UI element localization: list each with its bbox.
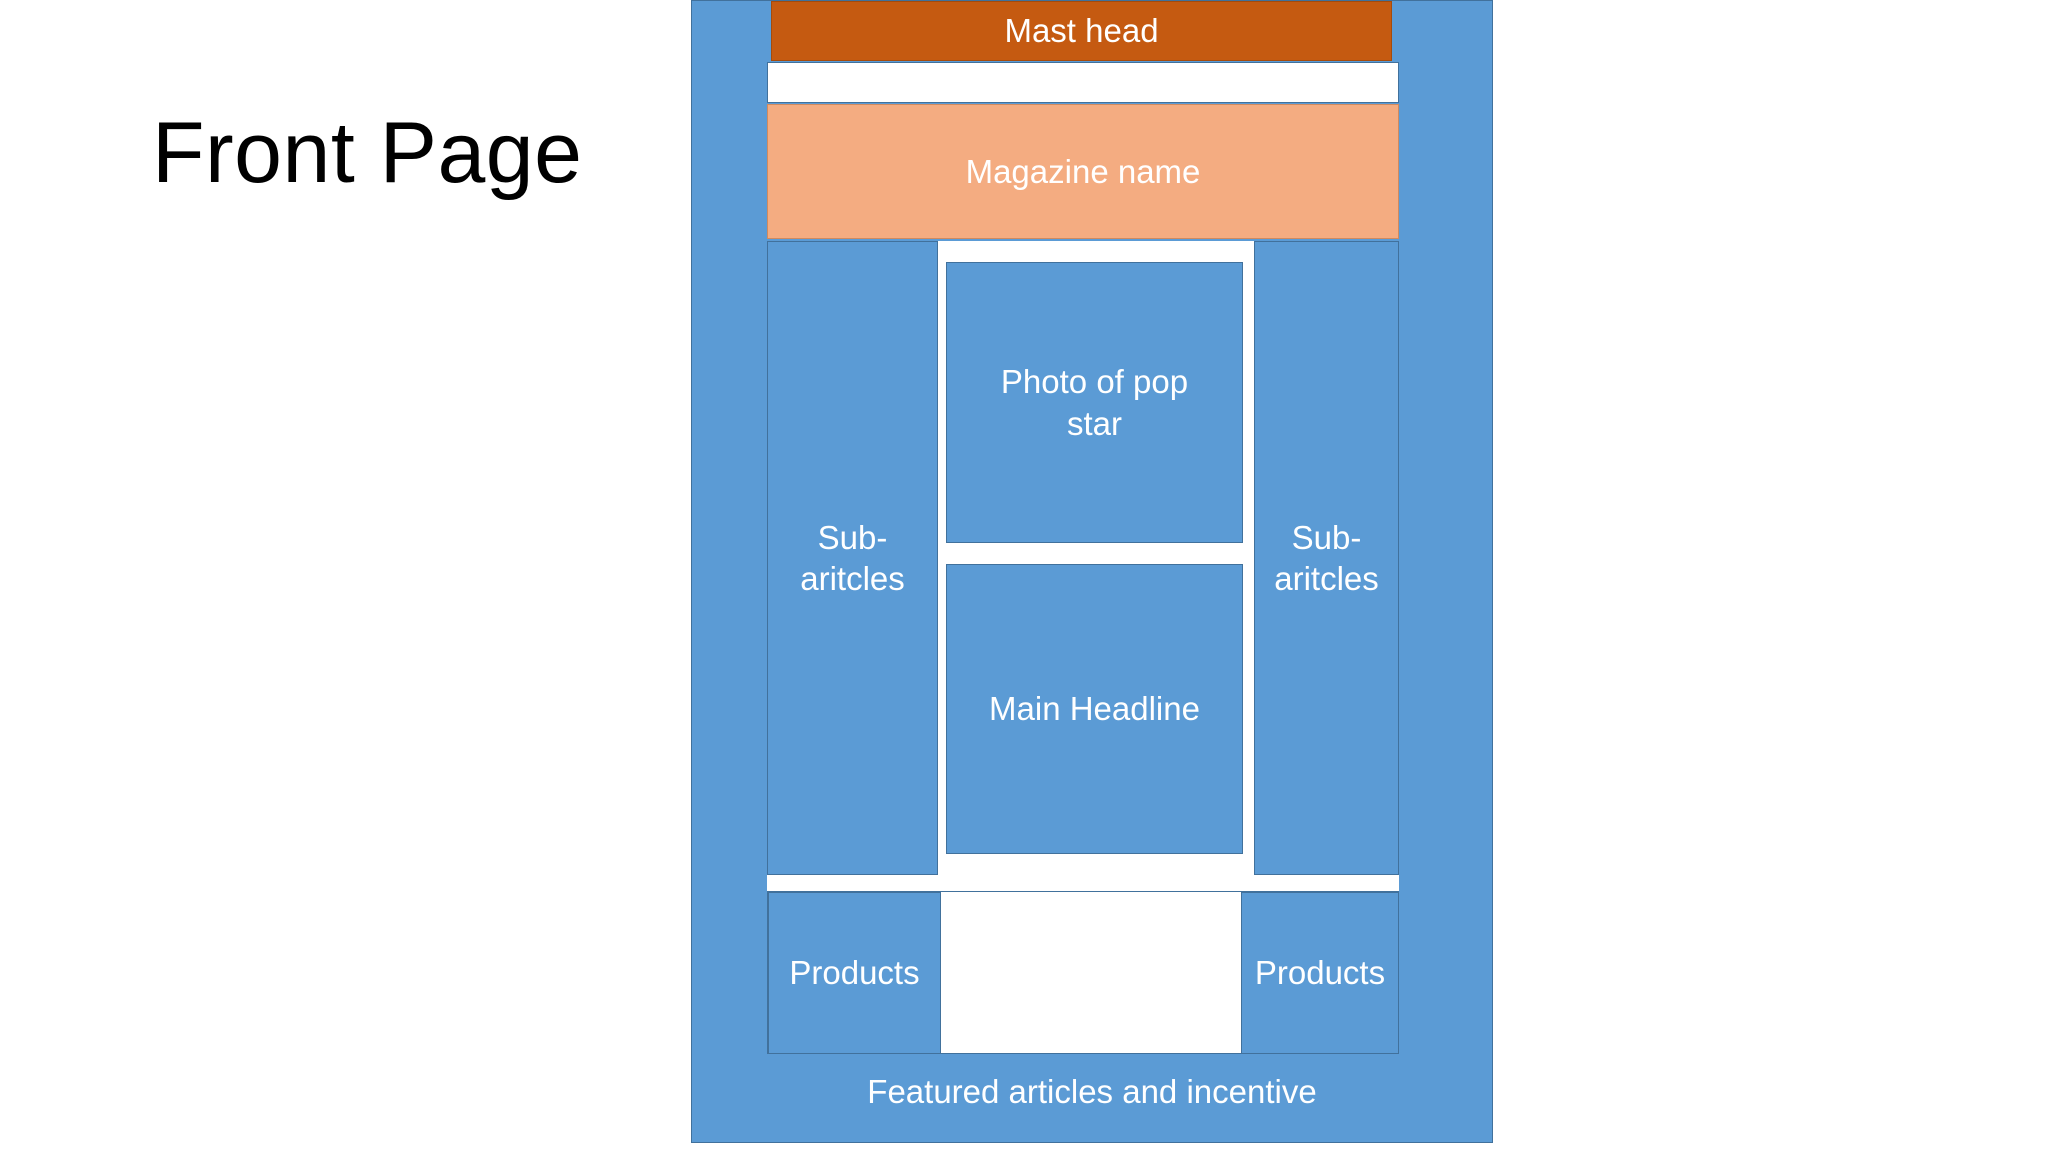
magazine-name-block[interactable]: Magazine name bbox=[767, 104, 1399, 239]
pop-star-photo-block[interactable]: Photo of pop star bbox=[946, 262, 1243, 543]
footer-caption: Featured articles and incentive bbox=[867, 1073, 1317, 1110]
sub-articles-left-label: Sub-aritcles bbox=[800, 518, 905, 597]
masthead-label: Mast head bbox=[1004, 12, 1159, 49]
main-headline-block[interactable]: Main Headline bbox=[946, 564, 1243, 854]
pop-star-photo-label: Photo of pop star bbox=[1000, 363, 1189, 442]
products-right-block[interactable]: Products bbox=[1241, 892, 1399, 1054]
sub-articles-right-label: Sub-aritcles bbox=[1274, 518, 1379, 597]
products-left-block[interactable]: Products bbox=[768, 892, 941, 1054]
magazine-name-label: Magazine name bbox=[965, 152, 1201, 190]
masthead-block[interactable]: Mast head bbox=[771, 1, 1392, 61]
masthead-spacer-strip bbox=[767, 62, 1399, 103]
page-title: Front Page bbox=[152, 105, 583, 201]
products-left-label: Products bbox=[789, 954, 920, 991]
main-headline-label: Main Headline bbox=[989, 690, 1200, 727]
sub-articles-right-block[interactable]: Sub-aritcles bbox=[1254, 241, 1399, 875]
products-spacer-strip bbox=[767, 875, 1399, 891]
products-right-label: Products bbox=[1254, 954, 1386, 991]
front-page-mockup-panel: Mast head Magazine name Sub-aritcles Sub… bbox=[691, 0, 1493, 1143]
sub-articles-left-block[interactable]: Sub-aritcles bbox=[767, 241, 938, 875]
